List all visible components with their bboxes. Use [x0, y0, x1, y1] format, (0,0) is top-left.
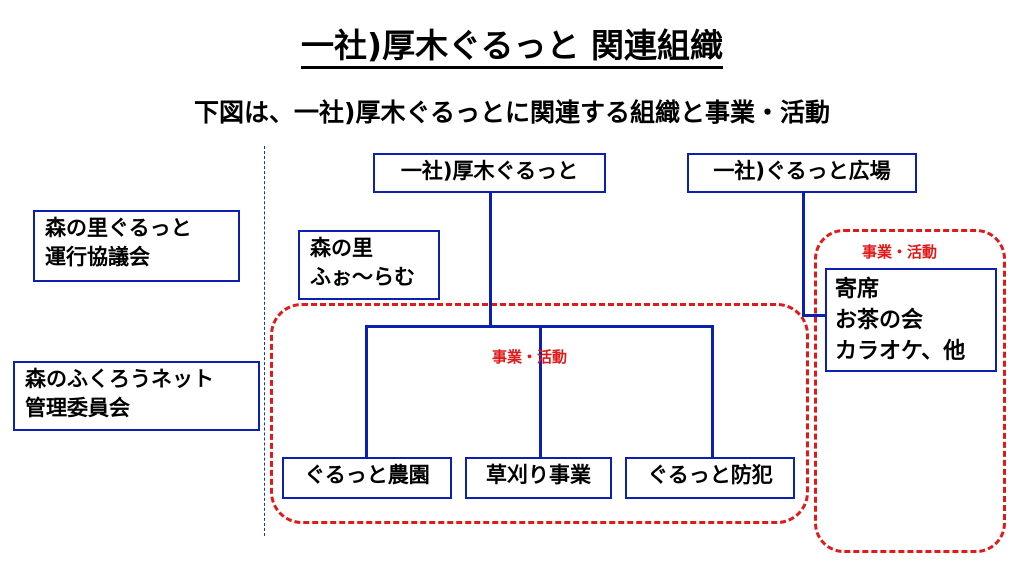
- connector-main-down: [489, 190, 492, 327]
- separator-line: [264, 146, 265, 536]
- group-label-hiroba: 事業・活動: [862, 243, 938, 261]
- activity-label: ぐるっと防犯: [647, 463, 773, 487]
- org-label: 一社)厚木ぐるっと: [400, 159, 579, 183]
- org-box-atsugi-gurutto: 一社)厚木ぐるっと: [373, 153, 606, 193]
- org-line: ふぉ〜らむ: [310, 265, 415, 289]
- org-box-fukurou-net: 森のふくろうネット 管理委員会: [13, 361, 260, 431]
- org-line: 管理委員会: [25, 396, 130, 420]
- activity-line: カラオケ、他: [835, 339, 966, 364]
- connector-hiroba-down: [802, 190, 805, 316]
- activity-box-noen: ぐるっと農園: [282, 457, 452, 499]
- activity-box-kusakari: 草刈り事業: [465, 457, 612, 499]
- connector-drop-bouhan: [711, 325, 714, 459]
- group-label-main: 事業・活動: [492, 348, 568, 366]
- org-line: 森のふくろうネット: [25, 367, 214, 391]
- org-line: 森の里ぐるっと: [45, 216, 192, 240]
- activity-line: お茶の会: [835, 308, 924, 333]
- connector-drop-kusakari: [539, 325, 542, 459]
- org-box-gurutto-hiroba: 一社)ぐるっと広場: [687, 153, 917, 193]
- page-subtitle: 下図は、一社)厚木ぐるっとに関連する組織と事業・活動: [194, 98, 830, 127]
- page-title: 一社)厚木ぐるっと 関連組織: [0, 24, 1024, 69]
- org-line: 運行協議会: [45, 245, 150, 269]
- org-line: 森の里: [310, 236, 373, 260]
- activity-box-bouhan: ぐるっと防犯: [625, 457, 795, 499]
- activity-group-hiroba: [814, 229, 1006, 553]
- org-box-morinosato-gurutto: 森の里ぐるっと 運行協議会: [33, 210, 240, 282]
- activity-line: 寄席: [835, 277, 880, 302]
- activity-box-hiroba: 寄席 お茶の会 カラオケ、他: [825, 268, 997, 372]
- activity-group-main: [270, 303, 809, 524]
- page-title-text: 一社)厚木ぐるっと 関連組織: [301, 26, 723, 69]
- connector-drop-noen: [365, 325, 368, 459]
- connector-hiroba-right: [802, 314, 826, 317]
- activity-label: ぐるっと農園: [304, 463, 430, 487]
- org-box-morinosato-forum: 森の里 ふぉ〜らむ: [298, 230, 440, 300]
- org-label: 一社)ぐるっと広場: [713, 159, 891, 183]
- activity-label: 草刈り事業: [486, 463, 591, 487]
